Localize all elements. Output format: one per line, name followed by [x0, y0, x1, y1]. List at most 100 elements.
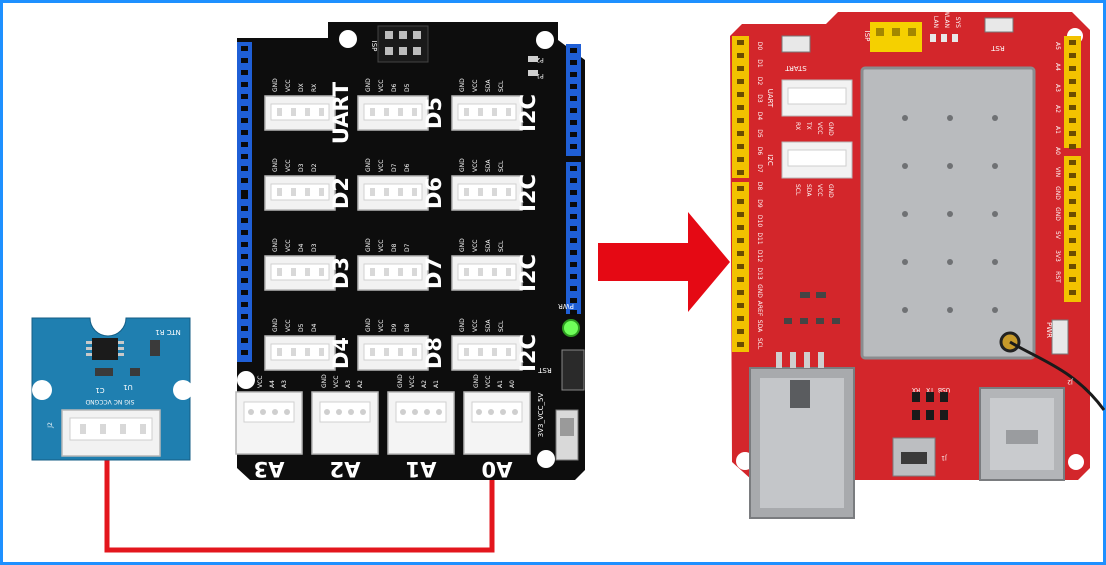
status-led [941, 34, 947, 42]
shield-digital-port[interactable] [452, 176, 522, 210]
main-left-pin-label: D8 [756, 182, 763, 191]
main-left-pin-label: D4 [756, 112, 763, 121]
shield-pin-label: GND [459, 318, 466, 332]
main-right-pin-label: 3V3 [1054, 250, 1061, 262]
shield-pin-label: VCC [285, 240, 292, 252]
main-uart-pin-label: RX [794, 122, 801, 130]
shield-reset-button[interactable] [562, 350, 584, 390]
shield-pin-label: GND [459, 78, 466, 92]
shield-pin-label: D5 [404, 83, 411, 92]
shield-analog-port[interactable] [388, 392, 454, 454]
sensor-u1-label: U1 [123, 383, 133, 391]
main-i2c-pin-label: VCC [816, 184, 823, 196]
shield-pin-label: DX [298, 83, 305, 92]
main-left-pin-label: D13 [756, 267, 763, 279]
shield-pin-label: D8 [391, 243, 398, 252]
main-reset-button[interactable] [985, 18, 1013, 32]
shield-pin-label: SDA [485, 239, 492, 252]
shield-digital-port[interactable] [358, 256, 428, 290]
main-uart-pin-label: VCC [816, 122, 823, 134]
shield-pin-label: D4 [298, 243, 305, 252]
main-pwr-label: PWR [1045, 322, 1053, 338]
shield-pin-label: VCC [472, 160, 479, 172]
shield-port-label: D6 [422, 177, 446, 209]
main-right-pin-label: GND [1054, 186, 1061, 200]
main-right-pin-label: A2 [1054, 105, 1061, 113]
main-left-pin-label: D2 [756, 77, 763, 86]
shield-pin-label: D6 [391, 83, 398, 92]
shield-pin-label: GND [272, 238, 279, 252]
main-left-pin-label: D10 [756, 215, 763, 227]
shield-pin-label: GND [272, 158, 279, 172]
shield-analog-port[interactable] [464, 392, 530, 454]
shield-analog-label: A1 [406, 457, 437, 481]
shield-pin-label: VCC [472, 240, 479, 252]
shield-power-led [563, 320, 579, 336]
main-i2c-pin-label: SCL [794, 184, 801, 196]
main-right-pin-label: A0 [1054, 147, 1061, 155]
status-led [952, 34, 958, 42]
temperature-sensor-module: NTC R1 U1 C1 SIG NC VCCGND J2 [32, 309, 193, 460]
shield-port-label: D2 [329, 177, 353, 209]
main-isp-jumper [870, 22, 922, 52]
shield-pin-label: GND [321, 374, 328, 388]
shield-analog-label: A3 [254, 457, 285, 481]
status-led-label: WLAN [943, 10, 950, 28]
shield-pin-label: A3 [345, 380, 352, 388]
main-right-pin-label: VIN [1054, 167, 1061, 177]
main-right-pin-label: RST [1054, 271, 1061, 283]
shield-pin-label: A2 [421, 380, 428, 388]
main-left-pin-label: D0 [756, 42, 763, 51]
shield-pin-label: SCL [498, 320, 505, 332]
shield-voltage-label: 3V3_VCC_5V [537, 393, 545, 438]
main-left-pin-label: D11 [756, 232, 763, 244]
shield-pin-label: VCC [485, 376, 492, 388]
main-j2-label: J2 [1067, 378, 1074, 385]
main-start-label: START [784, 64, 806, 72]
shield-port-label: D7 [422, 257, 446, 289]
shield-analog-port[interactable] [236, 392, 302, 454]
shield-digital-port[interactable] [265, 176, 335, 210]
shield-pin-label: D7 [391, 163, 398, 172]
main-right-pin-label: 5V [1054, 231, 1061, 240]
status-led-label: LAN [932, 16, 939, 28]
shield-digital-port[interactable] [265, 96, 335, 130]
shield-pin-label: GND [459, 158, 466, 172]
shield-pin-label: SCL [498, 160, 505, 172]
shield-digital-port[interactable] [358, 96, 428, 130]
shield-pwr-label: PWR [558, 302, 574, 310]
status-led [930, 34, 936, 42]
main-start-button[interactable] [782, 36, 810, 52]
shield-digital-port[interactable] [358, 336, 428, 370]
shield-pin-label: SDA [485, 159, 492, 172]
shield-pin-label: VCC [409, 376, 416, 388]
shield-port-label: I2C [516, 254, 540, 292]
shield-analog-port[interactable] [312, 392, 378, 454]
shield-port-label: D8 [422, 337, 446, 369]
main-left-pin-label: D7 [756, 164, 763, 173]
shield-pin-label: GND [459, 238, 466, 252]
shield-digital-port[interactable] [452, 256, 522, 290]
shield-pin-label: VCC [285, 320, 292, 332]
shield-digital-port[interactable] [265, 256, 335, 290]
shield-pin-label: D4 [311, 323, 318, 332]
shield-analog-label: A0 [482, 457, 513, 481]
direction-arrow [598, 212, 730, 312]
shield-digital-port[interactable] [265, 336, 335, 370]
sensor-chip [92, 338, 118, 360]
shield-rst-label: RST [537, 366, 551, 374]
shield-pin-label: GND [397, 374, 404, 388]
shield-port-label: D4 [329, 337, 353, 369]
shield-port-label: UART [329, 81, 353, 144]
main-left-pin-label: D3 [756, 94, 763, 103]
shield-digital-port[interactable] [358, 176, 428, 210]
shield-pin-label: GND [365, 158, 372, 172]
shield-digital-port[interactable] [452, 336, 522, 370]
main-right-pin-label: A1 [1054, 126, 1061, 134]
shield-pin-label: A1 [497, 380, 504, 388]
shield-pin-label: GND [365, 78, 372, 92]
shield-pin-label: A3 [281, 380, 288, 388]
main-usb-pin-label: RX [912, 386, 920, 393]
shield-digital-port[interactable] [452, 96, 522, 130]
shield-port-label: D3 [329, 257, 353, 289]
